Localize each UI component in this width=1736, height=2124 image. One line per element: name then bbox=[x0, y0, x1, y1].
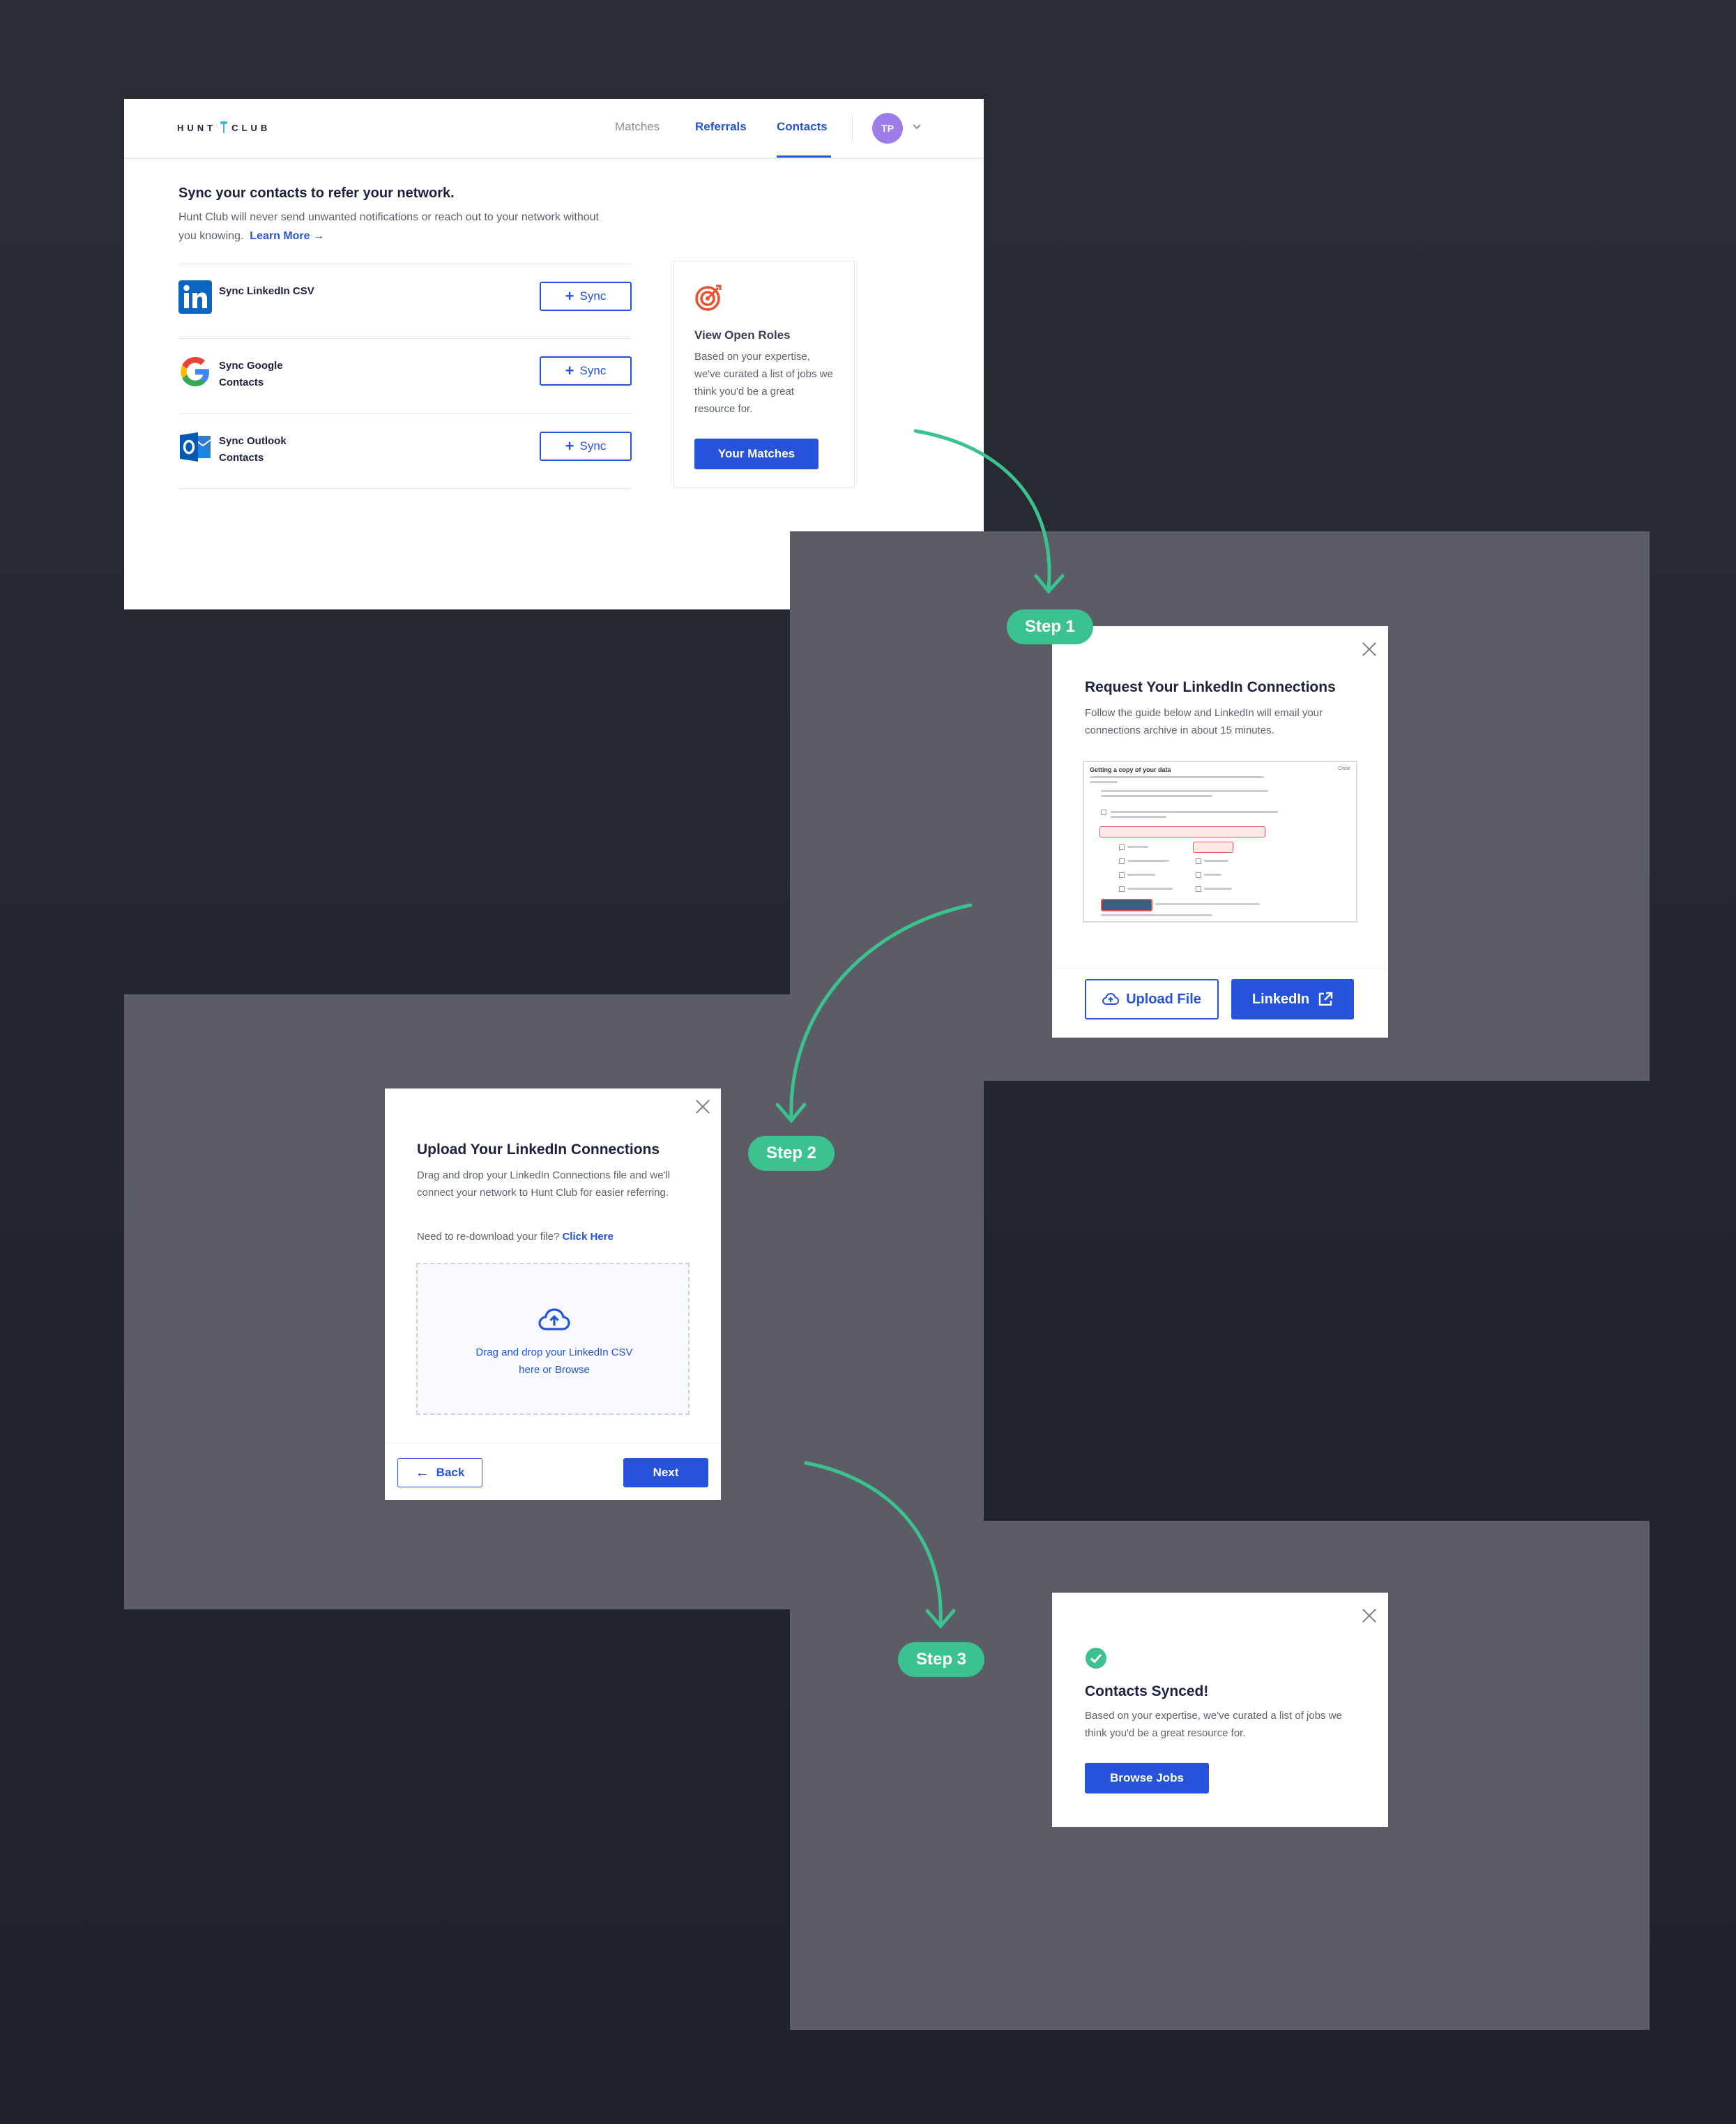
external-link-icon bbox=[1318, 992, 1333, 1006]
open-roles-card: View Open Roles Based on your expertise,… bbox=[673, 261, 855, 488]
dropzone-text: Drag and drop your LinkedIn CSV here or … bbox=[475, 1347, 633, 1376]
step-2-pill: Step 2 bbox=[748, 1136, 835, 1171]
modal-description: Based on your expertise, we've curated a… bbox=[1085, 1710, 1342, 1739]
redownload-line: Need to re-download your file? Click Her… bbox=[417, 1231, 614, 1243]
google-icon bbox=[181, 357, 209, 386]
modal-title: Contacts Synced! bbox=[1085, 1683, 1209, 1699]
modal-footer-divider bbox=[1052, 968, 1388, 969]
sync-row-outlook: Sync Outlook Contacts +Sync bbox=[178, 423, 632, 472]
close-icon[interactable] bbox=[695, 1099, 710, 1114]
csv-dropzone[interactable]: Drag and drop your LinkedIn CSV here or … bbox=[416, 1263, 690, 1415]
cloud-upload-icon bbox=[538, 1308, 570, 1330]
nav-referrals[interactable]: Referrals bbox=[695, 120, 747, 133]
next-button[interactable]: Next bbox=[623, 1458, 708, 1487]
linkedin-guide-image: Getting a copy of your data Close bbox=[1083, 761, 1357, 923]
linkedin-button[interactable]: LinkedIn bbox=[1231, 979, 1354, 1019]
divider bbox=[178, 338, 632, 339]
plus-icon: + bbox=[565, 362, 574, 379]
sync-linkedin-button[interactable]: +Sync bbox=[540, 282, 632, 311]
sync-google-button[interactable]: +Sync bbox=[540, 356, 632, 386]
roles-title: View Open Roles bbox=[694, 328, 791, 342]
request-linkedin-modal: Request Your LinkedIn Connections Follow… bbox=[1052, 626, 1388, 1038]
close-icon[interactable] bbox=[1362, 1608, 1377, 1623]
nav-matches[interactable]: Matches bbox=[615, 120, 660, 133]
click-here-link[interactable]: Click Here bbox=[562, 1231, 614, 1243]
contacts-synced-modal: Contacts Synced! Based on your expertise… bbox=[1052, 1593, 1388, 1827]
back-button[interactable]: ← Back bbox=[397, 1458, 482, 1487]
user-avatar[interactable]: TP bbox=[872, 113, 903, 144]
sync-row-google: Sync Google Contacts +Sync bbox=[178, 348, 632, 397]
modal-description: Follow the guide below and LinkedIn will… bbox=[1085, 707, 1323, 736]
plus-icon: + bbox=[565, 287, 574, 305]
upload-linkedin-modal: Upload Your LinkedIn Connections Drag an… bbox=[385, 1088, 721, 1500]
active-tab-indicator bbox=[777, 155, 831, 158]
nav-divider bbox=[852, 114, 853, 142]
target-icon bbox=[695, 285, 722, 311]
learn-more-link[interactable]: Learn More → bbox=[250, 230, 324, 242]
close-icon[interactable] bbox=[1362, 642, 1377, 657]
nav-contacts[interactable]: Contacts bbox=[777, 120, 828, 133]
cloud-upload-icon bbox=[1102, 992, 1120, 1005]
divider bbox=[178, 488, 632, 489]
upload-file-button[interactable]: Upload File bbox=[1085, 979, 1219, 1019]
sync-outlook-label: Sync Outlook Contacts bbox=[219, 435, 287, 464]
your-matches-button[interactable]: Your Matches bbox=[694, 439, 818, 469]
step-3-pill: Step 3 bbox=[898, 1642, 984, 1677]
chevron-down-icon[interactable] bbox=[911, 120, 923, 132]
sync-outlook-button[interactable]: +Sync bbox=[540, 432, 632, 461]
plus-icon: + bbox=[565, 437, 574, 455]
page-subtitle: Hunt Club will never send unwanted notif… bbox=[178, 211, 599, 242]
step-1-pill: Step 1 bbox=[1007, 609, 1093, 644]
linkedin-icon bbox=[178, 280, 212, 314]
sync-linkedin-label: Sync LinkedIn CSV bbox=[219, 285, 314, 297]
divider bbox=[178, 413, 632, 414]
modal-title: Upload Your LinkedIn Connections bbox=[417, 1141, 660, 1158]
sync-row-linkedin: Sync LinkedIn CSV +Sync bbox=[178, 273, 632, 322]
outlook-icon bbox=[180, 432, 211, 462]
guide-title: Getting a copy of your data bbox=[1090, 766, 1171, 773]
modal-title: Request Your LinkedIn Connections bbox=[1085, 679, 1336, 695]
guide-close: Close bbox=[1338, 766, 1350, 771]
roles-description: Based on your expertise, we've curated a… bbox=[694, 351, 833, 415]
tee-logo-icon bbox=[220, 121, 228, 134]
modal-description: Drag and drop your LinkedIn Connections … bbox=[417, 1169, 671, 1199]
page-title: Sync your contacts to refer your network… bbox=[178, 185, 455, 201]
check-circle-icon bbox=[1086, 1648, 1106, 1669]
browse-jobs-button[interactable]: Browse Jobs bbox=[1085, 1763, 1209, 1793]
sync-google-label: Sync Google Contacts bbox=[219, 360, 283, 388]
arrow-left-icon: ← bbox=[415, 1464, 429, 1480]
arrow-right-icon: → bbox=[313, 230, 324, 242]
